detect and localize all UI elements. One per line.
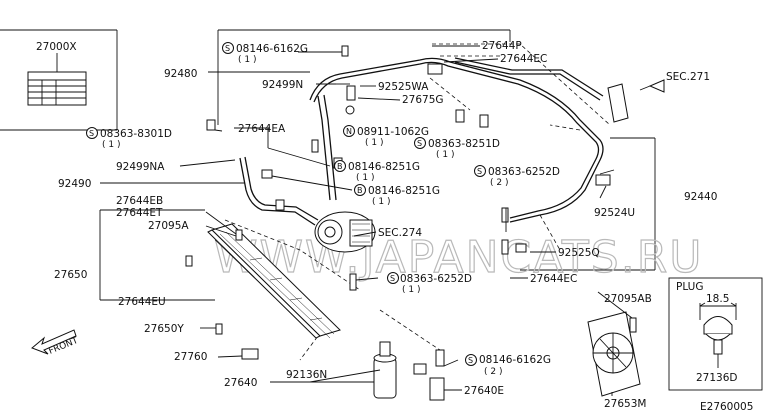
label-27644et: 27644ET: [116, 207, 163, 219]
part-labels: 08146-6162G ( 1 ) 27644P 27644EC 92480 9…: [47, 40, 753, 411]
label-92525q: 92525Q: [558, 247, 600, 259]
label-27095a: 27095A: [148, 220, 189, 232]
s-symbol-icon: [465, 354, 477, 366]
front-arrow-icon: [31, 329, 77, 355]
label-92440: 92440: [684, 191, 717, 203]
label-08363-8301d: 08363-8301D: [100, 128, 172, 140]
refrigerant-pipes: [239, 57, 604, 226]
label-plug-dim: 18.5: [706, 293, 729, 305]
label-08146-6162g-top-qty: ( 1 ): [238, 55, 256, 65]
label-plug: PLUG: [676, 281, 703, 293]
label-27640: 27640: [224, 377, 257, 389]
label-27760: 27760: [174, 351, 207, 363]
s-symbol-icon: [387, 272, 399, 284]
s-symbol-icon: [222, 42, 234, 54]
label-92490: 92490: [58, 178, 91, 190]
label-08146-8251g-a: 08146-8251G: [348, 161, 420, 173]
label-08911-1062g-qty: ( 1 ): [365, 138, 383, 148]
label-92480: 92480: [164, 68, 197, 80]
label-sticker-icon: [27, 71, 87, 106]
s-symbol-icon: [86, 127, 98, 139]
condenser-icon: [207, 223, 341, 339]
label-sec271: SEC.271: [666, 71, 710, 83]
label-08363-8251d-qty: ( 1 ): [436, 150, 454, 160]
label-08363-8301d-qty: ( 1 ): [102, 140, 120, 150]
label-92525wa: 92525WA: [378, 81, 429, 93]
inset-frame-27000x: 27000X: [0, 29, 118, 131]
s-symbol-text: S: [89, 129, 94, 138]
label-27640e: 27640E: [464, 385, 504, 397]
label-27000x: 27000X: [36, 41, 77, 53]
n-symbol-text: N: [346, 127, 352, 136]
label-08146-6162g-bot-qty: ( 2 ): [484, 367, 502, 377]
label-08363-6252d-a: 08363-6252D: [488, 166, 560, 178]
label-27095ab: 27095AB: [604, 293, 652, 305]
label-27644p: 27644P: [482, 40, 522, 52]
label-92499n: 92499N: [262, 79, 303, 91]
s-symbol-text: S: [390, 274, 395, 283]
plug-icon: [703, 316, 733, 368]
s-symbol-icon: [474, 165, 486, 177]
label-92524u: 92524U: [594, 207, 635, 219]
s-symbol-icon: [414, 137, 426, 149]
label-27644ec-top: 27644EC: [500, 53, 547, 65]
label-27644eb: 27644EB: [116, 195, 163, 207]
label-92499na: 92499NA: [116, 161, 165, 173]
label-27650y: 27650Y: [144, 323, 184, 335]
label-08146-8251g-a-qty: ( 1 ): [356, 173, 374, 183]
s-symbol-text: S: [477, 167, 482, 176]
circle-symbols: S S N S B S B S S: [86, 42, 486, 366]
label-27653m: 27653M: [604, 398, 646, 410]
bolts-and-clips: [185, 45, 637, 401]
label-27644ec-bot: 27644EC: [530, 273, 577, 285]
label-27644eu: 27644EU: [118, 296, 166, 308]
label-08146-8251g-b-qty: ( 1 ): [372, 197, 390, 207]
label-08363-6252d-b: 08363-6252D: [400, 273, 472, 285]
label-27136d: 27136D: [696, 372, 738, 384]
n-symbol-icon: [343, 125, 355, 137]
label-08363-6252d-b-qty: ( 1 ): [402, 285, 420, 295]
s-symbol-text: S: [225, 44, 230, 53]
label-27650: 27650: [54, 269, 87, 281]
s-symbol-text: S: [468, 356, 473, 365]
label-08146-8251g-b: 08146-8251G: [368, 185, 440, 197]
b-symbol-text: B: [337, 162, 343, 171]
compressor-icon: [314, 211, 376, 253]
label-27644ea: 27644EA: [238, 123, 286, 135]
label-08146-6162g-top: 08146-6162G: [236, 43, 308, 55]
receiver-drier-icon: [373, 341, 397, 399]
label-08911-1062g: 08911-1062G: [357, 126, 429, 138]
label-27675g: 27675G: [402, 94, 444, 106]
leader-lines: [100, 45, 633, 396]
cooling-fan-icon: [587, 311, 641, 397]
label-08146-6162g-bot: 08146-6162G: [479, 354, 551, 366]
label-08363-8251d: 08363-8251D: [428, 138, 500, 150]
s-symbol-text: S: [417, 139, 422, 148]
b-symbol-icon: [354, 184, 366, 196]
sec271-arrow-icon: [639, 79, 665, 93]
label-92136n: 92136N: [286, 369, 327, 381]
label-diagram-code: E2760005: [700, 401, 753, 411]
inset-frame-plug: PLUG 18.5 27136D: [668, 277, 763, 391]
b-symbol-text: B: [357, 186, 363, 195]
callout-brackets: [99, 29, 656, 301]
b-symbol-icon: [334, 160, 346, 172]
watermark: WWW.JAPANCATS.RU: [214, 232, 703, 283]
label-sec274: SEC.274: [378, 227, 422, 239]
label-08363-6252d-a-qty: ( 2 ): [490, 178, 508, 188]
